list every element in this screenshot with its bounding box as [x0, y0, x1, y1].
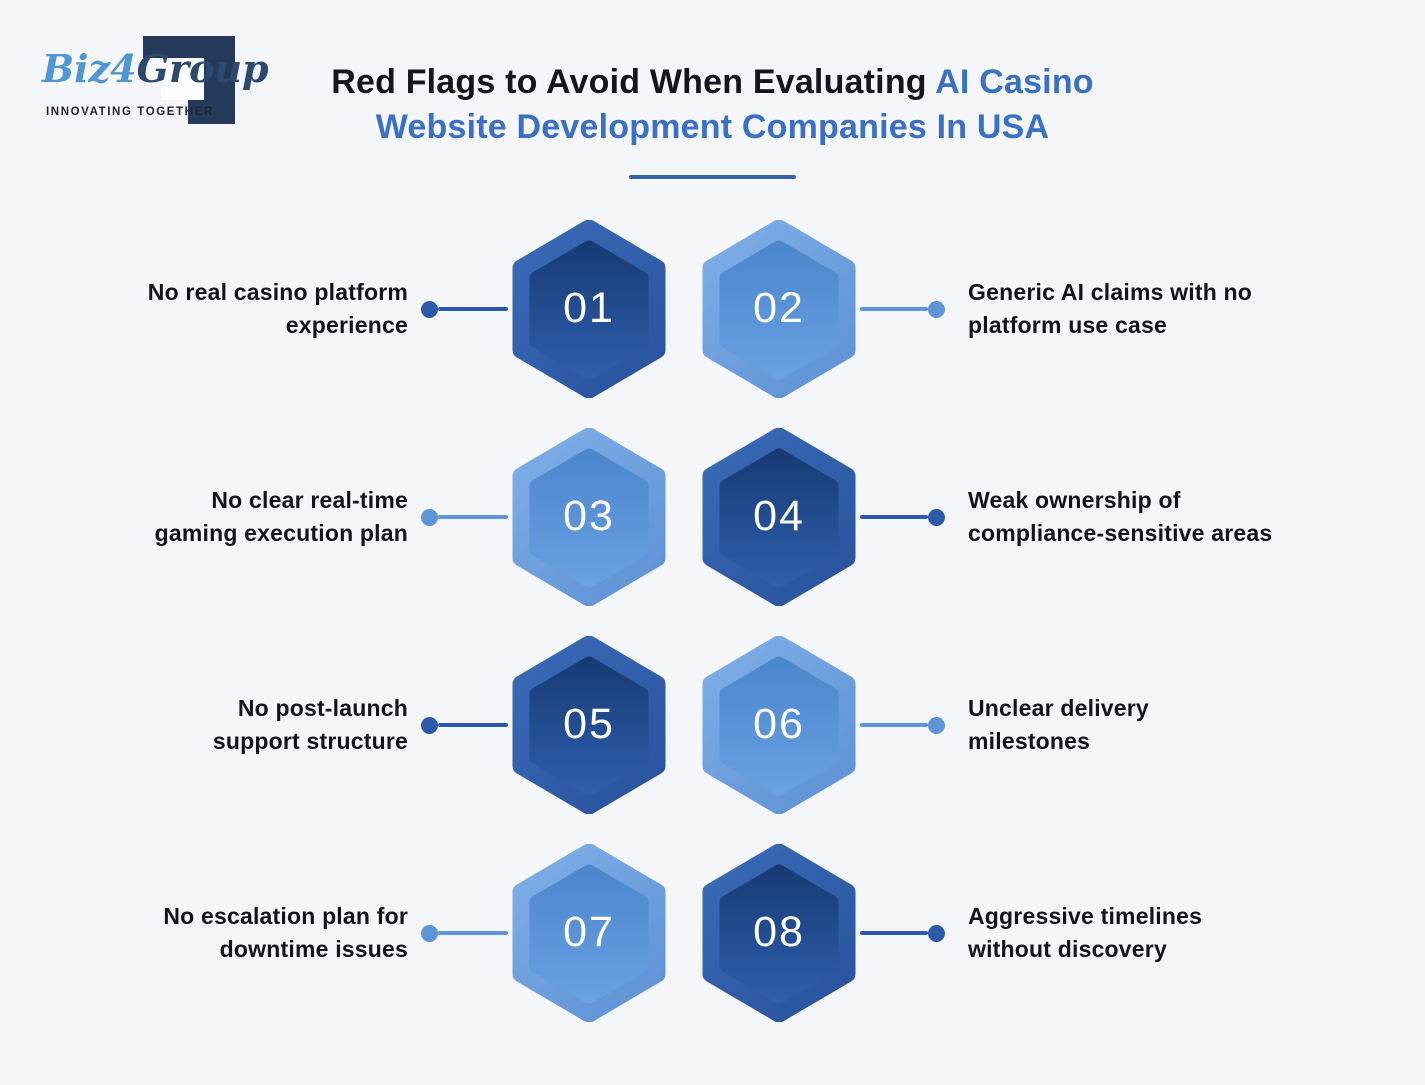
- connector-right-4: [860, 844, 960, 1022]
- hexagon-04: 04: [698, 428, 860, 606]
- hexagon-02: 02: [698, 220, 860, 398]
- hexagon-05: 05: [508, 636, 670, 814]
- title-highlight-line2: Website Development Companies In USA: [375, 108, 1050, 146]
- connector-dot: [421, 508, 438, 526]
- hexagon-number: 06: [753, 699, 805, 748]
- connector-dot: [928, 716, 945, 734]
- connector-left-4: [408, 844, 508, 1022]
- hexagon-07: 07: [508, 844, 670, 1022]
- connector-dot: [421, 716, 438, 734]
- logo: Biz4Group INNOVATING TOGETHER: [42, 30, 269, 130]
- title-highlight-line1: AI Casino: [935, 63, 1094, 101]
- connector-line: [860, 723, 928, 727]
- hexagon-shape-icon: [702, 844, 856, 1022]
- connector-left-1: [408, 220, 508, 398]
- connector-line: [438, 931, 508, 935]
- connector-line: [438, 723, 508, 727]
- hexagon-number: 04: [753, 491, 805, 540]
- logo-bracket-bottom: [188, 100, 235, 124]
- connector-line: [438, 307, 508, 311]
- hexagon-number: 05: [563, 699, 615, 748]
- hexagon-08: 08: [698, 844, 860, 1022]
- connector-left-2: [408, 428, 508, 606]
- logo-bracket-icon: [143, 36, 235, 124]
- hexagon-06: 06: [698, 636, 860, 814]
- connector-dot: [421, 300, 438, 318]
- hexagon-number: 03: [563, 491, 615, 540]
- hexagon-03: 03: [508, 428, 670, 606]
- connector-line: [860, 515, 928, 519]
- connector-right-2: [860, 428, 960, 606]
- connector-right-1: [860, 220, 960, 398]
- connector-dot: [928, 300, 945, 318]
- connector-right-3: [860, 636, 960, 814]
- connector-dot: [421, 924, 438, 942]
- logo-tagline: INNOVATING TOGETHER: [46, 106, 214, 118]
- hexagon-number: 01: [563, 283, 615, 332]
- logo-brand-text: Biz4Group: [42, 46, 269, 92]
- logo-bracket-inner: [161, 58, 204, 100]
- title-prefix: Red Flags to Avoid When Evaluating: [331, 63, 936, 101]
- connector-line: [860, 307, 928, 311]
- page-title: Red Flags to Avoid When Evaluating AI Ca…: [0, 60, 1425, 150]
- hexagon-shape-icon: [512, 428, 666, 606]
- header: Red Flags to Avoid When Evaluating AI Ca…: [0, 0, 1425, 179]
- hexagon-shape-icon: [512, 844, 666, 1022]
- logo-brand-dark: Group: [136, 46, 269, 91]
- connector-dot: [928, 924, 945, 942]
- hexagon-shape-icon: [702, 636, 856, 814]
- hexagon-number: 08: [753, 907, 805, 956]
- hexagon-shape-icon: [702, 220, 856, 398]
- connector-line: [438, 515, 508, 519]
- title-underline: [629, 175, 796, 179]
- connector-dot: [928, 508, 945, 526]
- hexagon-number: 07: [563, 907, 615, 956]
- hexagon-shape-icon: [512, 636, 666, 814]
- connector-line: [860, 931, 928, 935]
- hexagon-shape-icon: [702, 428, 856, 606]
- logo-brand-light: Biz: [42, 46, 111, 91]
- logo-brand-num: 4: [110, 46, 137, 91]
- hexagon-01: 01: [508, 220, 670, 398]
- hexagon-number: 02: [753, 283, 805, 332]
- connector-left-3: [408, 636, 508, 814]
- hexagon-shape-icon: [512, 220, 666, 398]
